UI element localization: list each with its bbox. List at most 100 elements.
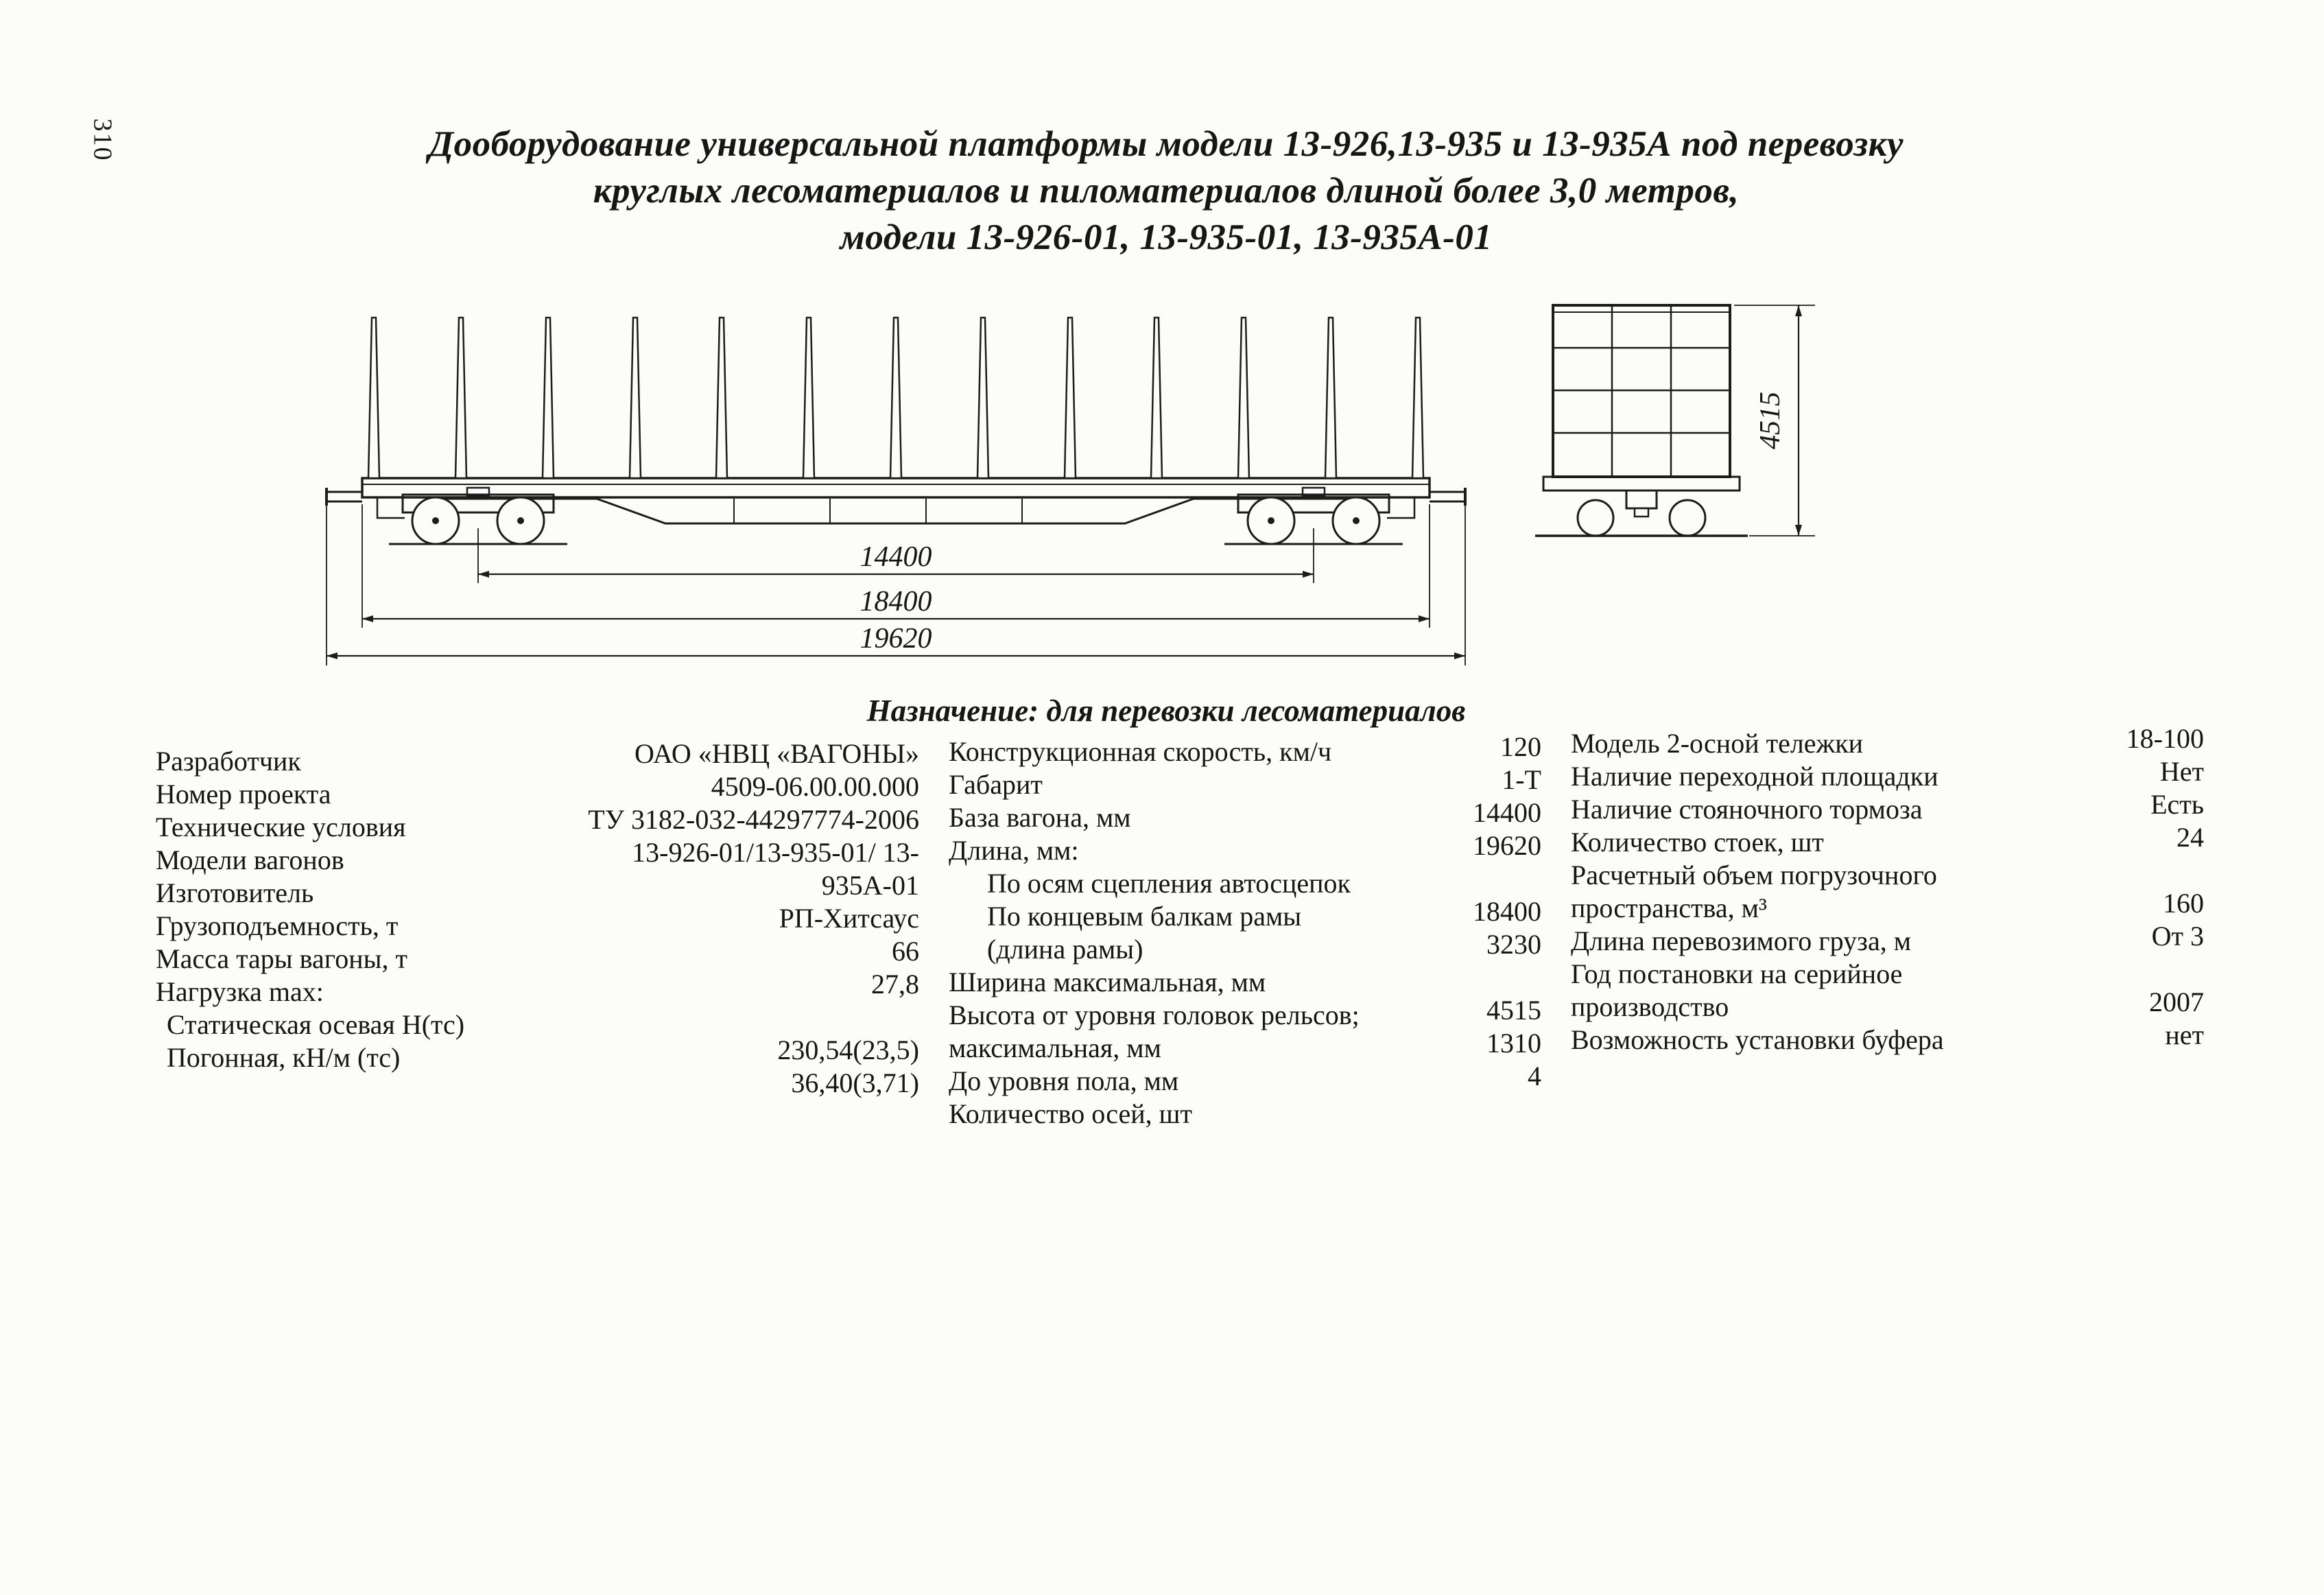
spec-label: Нагрузка max:: [156, 976, 324, 1007]
end-view: [1535, 304, 1748, 537]
spec-row: По концевым балкам рамы 18400: [949, 896, 1541, 933]
spec-column-left: Разработчик ОАО «НВЦ «ВАГОНЫ» Номер прое…: [156, 738, 919, 1107]
spec-label: производство: [1571, 991, 1729, 1022]
spec-value: 27,8: [871, 969, 919, 1000]
spec-value: 935А-01: [821, 870, 919, 901]
spec-label: Длина, мм:: [949, 835, 1079, 866]
spec-value: 36,40(3,71): [791, 1067, 919, 1098]
spec-value: РП-Хитсаус: [779, 903, 919, 934]
spec-row: Погонная, кН/м (тс) 230,54(23,5): [156, 1035, 919, 1074]
spec-row: Модель 2-осной тележки 18-100: [1571, 723, 2204, 760]
dim-label-19620: 19620: [860, 623, 932, 654]
spec-label: Высота от уровня головок рельсов;: [949, 1000, 1360, 1030]
spec-label: До уровня пола, мм: [949, 1065, 1179, 1096]
spec-label: Разработчик: [156, 746, 301, 777]
spec-label: Габарит: [949, 769, 1043, 800]
spec-label: Ширина максимальная, мм: [949, 967, 1266, 997]
spec-row: максимальная, мм 1310: [949, 1028, 1541, 1065]
dimension-19620: 19620: [326, 506, 1466, 665]
page-title: Дооборудование универсальной платформы м…: [270, 121, 2062, 261]
spec-value: 13-926-01/13-935-01/ 13-: [632, 837, 919, 868]
spec-label: Расчетный объем погрузочного: [1571, 860, 1937, 890]
spec-row: Возможность установки буфера нет: [1571, 1019, 2204, 1056]
spec-label: По концевым балкам рамы: [987, 901, 1302, 932]
dimension-4515: 4515: [1734, 305, 1815, 536]
spec-label: Погонная, кН/м (тс): [167, 1042, 401, 1073]
spec-row: Номер проекта 4509-06.00.00.000: [156, 771, 919, 811]
spec-value: 4515: [1486, 995, 1541, 1026]
coupler-right: [1387, 488, 1467, 519]
spec-value: 1310: [1486, 1028, 1541, 1059]
spec-value: 14400: [1473, 797, 1541, 828]
spec-label: Наличие стояночного тормоза: [1571, 794, 1923, 825]
spec-value: 2007: [2149, 986, 2204, 1017]
spec-row: (длина рамы) 3230: [949, 929, 1541, 966]
spec-row: Высота от уровня головок рельсов; 4515: [949, 995, 1541, 1032]
spec-value: 24: [2177, 822, 2204, 853]
spec-row: производство 2007: [1571, 986, 2204, 1024]
spec-row: Количество осей, шт: [949, 1098, 1541, 1131]
spec-label: Масса тары вагоны, т: [156, 943, 407, 974]
spec-value: 4: [1528, 1061, 1541, 1091]
spec-row: Разработчик ОАО «НВЦ «ВАГОНЫ»: [156, 738, 919, 778]
spec-value: ОАО «НВЦ «ВАГОНЫ»: [635, 738, 919, 769]
spec-value: Есть: [2150, 789, 2204, 820]
spec-row: Наличие переходной площадки Нет: [1571, 756, 2204, 793]
spec-row: До уровня пола, мм 4: [949, 1061, 1541, 1098]
spec-row: 36,40(3,71): [156, 1067, 919, 1107]
spec-value: 120: [1500, 731, 1541, 762]
dim-label-14400: 14400: [860, 541, 932, 573]
spec-value: 3230: [1486, 929, 1541, 960]
spec-row: Год постановки на серийное: [1571, 958, 2204, 991]
spec-column-right: Модель 2-осной тележки 18-100 Наличие пе…: [1571, 723, 2204, 1056]
spec-value: Нет: [2159, 756, 2204, 787]
stake-posts: [367, 316, 1425, 480]
spec-label: Модель 2-осной тележки: [1571, 728, 1864, 759]
spec-label: Модели вагонов: [156, 844, 344, 875]
spec-value: 160: [2163, 888, 2204, 919]
spec-label: Грузоподъемность, т: [156, 910, 399, 941]
title-line-2: круглых лесоматериалов и пиломатериалов …: [593, 171, 1740, 211]
spec-label: (длина рамы): [987, 934, 1143, 965]
spec-label: Статическая осевая Н(тс): [167, 1009, 465, 1040]
spec-label: Длина перевозимого груза, м: [1571, 925, 1912, 956]
spec-row: Количество стоек, шт 24: [1571, 822, 2204, 859]
spec-row: База вагона, мм 14400: [949, 797, 1541, 834]
spec-label: пространства, м³: [1571, 893, 1767, 923]
coupler-left: [325, 488, 405, 519]
spec-value: 19620: [1473, 830, 1541, 861]
spec-row: Изготовитель 935А-01: [156, 870, 919, 910]
spec-row: Модели вагонов 13-926-01/13-935-01/ 13-: [156, 837, 919, 877]
title-line-3: модели 13-926-01, 13-935-01, 13-935А-01: [840, 217, 1493, 257]
spec-row: Длина, мм: 19620: [949, 830, 1541, 867]
spec-label: Возможность установки буфера: [1571, 1024, 1944, 1055]
spec-row: Статическая осевая Н(тс): [156, 1008, 919, 1041]
spec-row: Грузоподъемность, т РП-Хитсаус: [156, 903, 919, 943]
spec-label: Номер проекта: [156, 779, 331, 810]
spec-label: Год постановки на серийное: [1571, 958, 1903, 989]
spec-row: По осям сцепления автосцепок: [949, 867, 1541, 900]
spec-row: Технические условия ТУ 3182-032-44297774…: [156, 804, 919, 844]
dimension-18400: 18400: [361, 504, 1430, 628]
page-number: 310: [88, 118, 117, 162]
spec-row: Габарит 1-Т: [949, 764, 1541, 801]
spec-label: Технические условия: [156, 812, 406, 842]
spec-row: Наличие стояночного тормоза Есть: [1571, 789, 2204, 826]
spec-label: Количество стоек, шт: [1571, 827, 1824, 858]
wagon-technical-drawing: 14400 18400 19620: [325, 304, 1815, 665]
spec-value: 1-Т: [1502, 764, 1541, 795]
spec-row: Ширина максимальная, мм: [949, 966, 1541, 999]
dim-label-18400: 18400: [860, 586, 932, 617]
spec-value: нет: [2165, 1019, 2204, 1050]
side-view: [325, 316, 1467, 545]
spec-value: 230,54(23,5): [777, 1035, 919, 1065]
spec-row: Конструкционная скорость, км/ч 120: [949, 731, 1541, 768]
spec-label: максимальная, мм: [949, 1032, 1161, 1063]
spec-label: Изготовитель: [156, 877, 314, 908]
spec-label: Наличие переходной площадки: [1571, 761, 1938, 792]
spec-row: Длина перевозимого груза, м От 3: [1571, 921, 2204, 958]
spec-row: Расчетный объем погрузочного: [1571, 859, 2204, 892]
spec-column-middle: Конструкционная скорость, км/ч 120 Габар…: [949, 731, 1541, 1131]
spec-value: 18-100: [2126, 723, 2204, 754]
spec-value: От 3: [2151, 921, 2204, 952]
